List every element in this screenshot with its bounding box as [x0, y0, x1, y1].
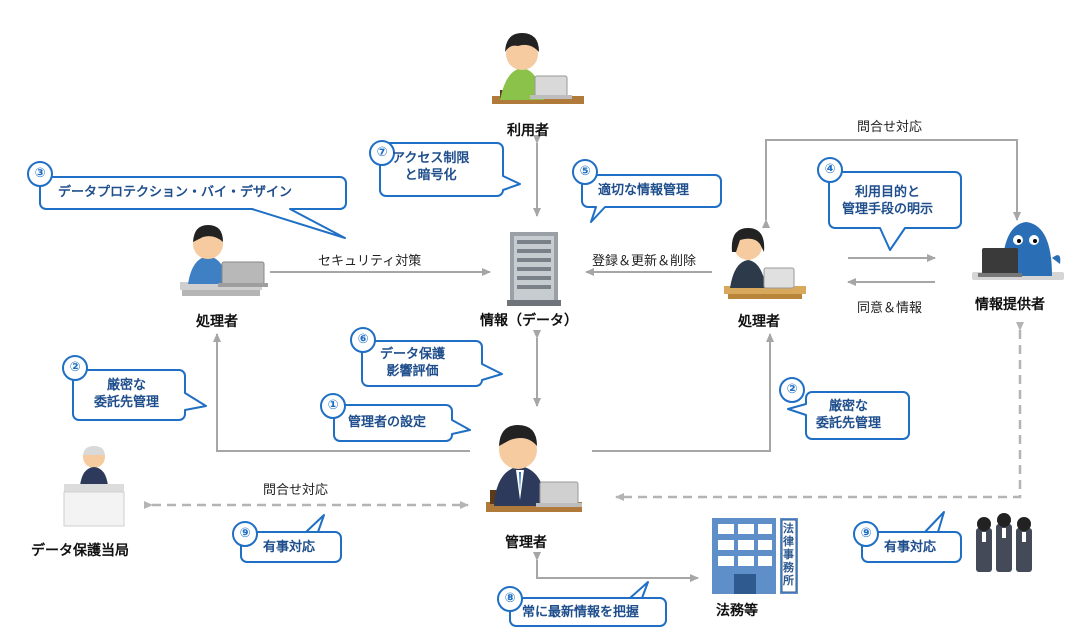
arrow-inquiry-loop: [762, 139, 1021, 228]
label-authority: データ保護当局: [31, 543, 129, 559]
authority-illustration: [63, 446, 125, 527]
badge-1: ①: [320, 393, 346, 419]
bubble-dpia: データ保護 影響評価: [380, 347, 446, 379]
bubble-incident-right: 有事対応: [884, 540, 937, 555]
provider-illustration: [972, 222, 1064, 280]
label-security: セキュリティ対策: [318, 254, 422, 269]
label-processor-right: 処理者: [738, 314, 780, 330]
dashed-connectors: [144, 322, 1024, 509]
arrow-manager-to-processor-left: [213, 333, 470, 452]
law-office-illustration: [712, 518, 798, 594]
bubble-proper-management: 適切な情報管理: [598, 183, 690, 198]
processor-right-illustration: [724, 228, 806, 299]
badge-2-left: ②: [62, 355, 88, 381]
bubble-access-control: アクセス制限 と暗号化: [392, 151, 470, 183]
badge-7: ⑦: [369, 140, 395, 166]
processor-left-illustration: [180, 225, 268, 296]
bubble-design: データプロテクション・バイ・デザイン: [58, 185, 293, 200]
bubble-contractor-left: 厳密な 委託先管理: [94, 378, 160, 410]
label-inquiry-top: 問合せ対応: [857, 120, 923, 135]
arrow-manager-legal: [533, 552, 699, 582]
user-illustration: [492, 33, 584, 104]
bubble-incident-left: 有事対応: [263, 540, 316, 555]
label-data: 情報（データ）: [480, 313, 578, 329]
bowing-people-illustration: [976, 513, 1032, 572]
label-provider: 情報提供者: [975, 297, 1045, 313]
badge-9-left: ⑨: [232, 521, 258, 547]
badge-2-right: ②: [779, 377, 805, 403]
speech-bubbles: [39, 142, 962, 627]
bubble-manager-setting: 管理者の設定: [348, 415, 427, 430]
badge-6: ⑥: [350, 327, 376, 353]
dashed-arrow-provider-manager: [615, 322, 1024, 501]
label-legal: 法務等: [716, 603, 758, 619]
bubble-latest-info: 常に最新情報を把握: [522, 605, 640, 620]
label-manager: 管理者: [505, 535, 547, 551]
label-processor-left: 処理者: [196, 314, 238, 330]
label-user: 利用者: [507, 123, 549, 139]
badge-5: ⑤: [572, 159, 598, 185]
bubble-contractor-right: 厳密な 委託先管理: [816, 399, 882, 431]
label-consent: 同意＆情報: [857, 301, 923, 316]
manager-illustration: [486, 425, 582, 512]
server-illustration: [507, 232, 561, 306]
bubble-purpose: 利用目的と 管理手段の明示: [842, 185, 934, 217]
arrow-manager-to-processor-right: [592, 333, 774, 452]
label-inquiry-bottom: 問合せ対応: [263, 483, 329, 498]
badge-9-right: ⑨: [853, 521, 879, 547]
bubble-shape-contractor-right: [787, 391, 910, 440]
badge-4: ④: [817, 157, 843, 183]
law-office-sign: 法律事務所: [783, 522, 794, 587]
badge-3: ③: [27, 161, 53, 187]
badge-8: ⑧: [497, 586, 523, 612]
label-register: 登録＆更新＆削除: [592, 254, 697, 269]
